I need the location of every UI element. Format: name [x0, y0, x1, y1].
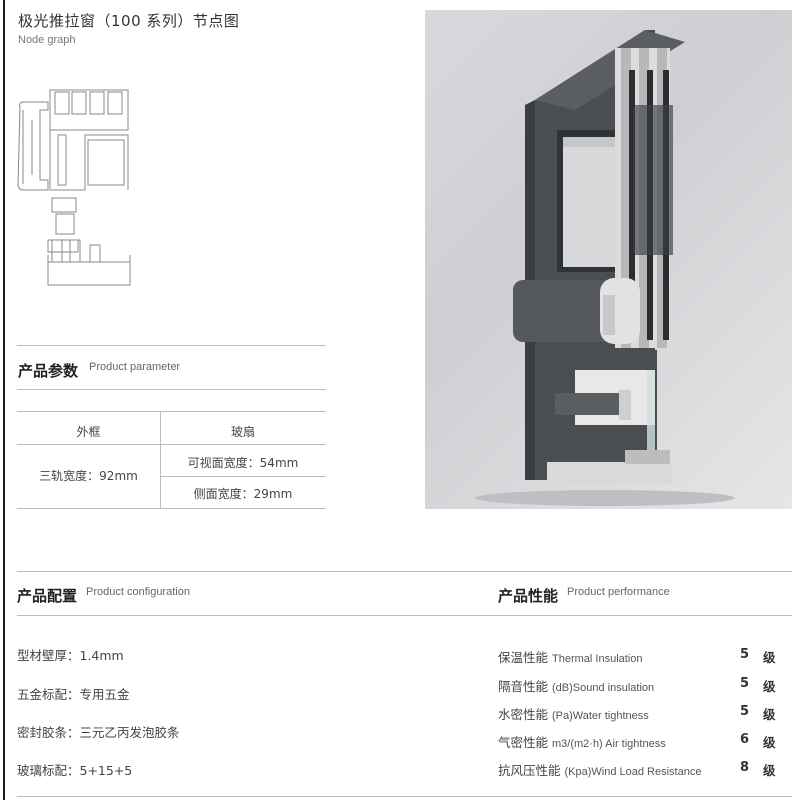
sash-visible-width: 可视面宽度：54mm [187, 456, 299, 470]
divider-line [17, 796, 792, 797]
table-row-divider [160, 476, 326, 477]
perf-water-unit: 级 [763, 707, 776, 722]
parameter-section-subtitle: Product parameter [89, 361, 181, 373]
config-hardware: 五金标配：专用五金 [17, 687, 130, 702]
divider-line [17, 571, 792, 572]
parameter-table: 外框 玻扇 三轨宽度：92mm 可视面宽度：54mm 侧面宽度：29mm [17, 411, 326, 509]
divider-line [17, 389, 326, 390]
frame-track-width: 三轨宽度：92mm [39, 469, 138, 483]
perf-sound-en: (dB)Sound insulation [552, 682, 655, 694]
configuration-section-title: 产品配置 [17, 587, 78, 605]
perf-thermal-unit: 级 [763, 650, 776, 665]
sash-column-header: 玻扇 [230, 425, 255, 439]
perf-wind-cn: 抗风压性能 [498, 763, 561, 778]
perf-water-en: (Pa)Water tightness [552, 710, 649, 722]
config-wall-thickness: 型材壁厚：1.4mm [17, 648, 124, 663]
perf-water-value: 5 [740, 704, 750, 719]
product-section-image [425, 10, 792, 509]
perf-sound-cn: 隔音性能 [498, 679, 549, 694]
divider-line [17, 615, 792, 616]
performance-section-title: 产品性能 [498, 587, 559, 605]
config-glass: 玻璃标配：5+15+5 [17, 763, 133, 778]
sash-side-width: 侧面宽度：29mm [193, 487, 293, 501]
perf-thermal-en: Thermal Insulation [552, 653, 643, 665]
perf-air-en: m3/(m2·h) Air tightness [552, 738, 666, 750]
page-subtitle: Node graph [18, 34, 76, 46]
table-header-divider [17, 444, 326, 445]
page-title: 极光推拉窗（100 系列）节点图 [18, 12, 240, 30]
perf-water-label: 水密性能 (Pa)Water tightness [498, 704, 649, 723]
perf-wind-unit: 级 [763, 763, 776, 778]
perf-thermal-cn: 保温性能 [498, 650, 549, 665]
divider-line [17, 345, 326, 346]
perf-thermal-value: 5 [740, 647, 750, 662]
performance-section-subtitle: Product performance [567, 586, 670, 598]
frame-column-header: 外框 [76, 425, 101, 439]
node-graph-drawing [17, 89, 131, 286]
perf-air-unit: 级 [763, 735, 776, 750]
perf-wind-label: 抗风压性能 (Kpa)Wind Load Resistance [498, 760, 701, 779]
perf-thermal-label: 保温性能 Thermal Insulation [498, 647, 643, 666]
config-seal-strip: 密封胶条：三元乙丙发泡胶条 [17, 725, 180, 740]
perf-air-cn: 气密性能 [498, 735, 549, 750]
perf-wind-value: 8 [740, 760, 750, 775]
left-border-line [3, 0, 5, 800]
perf-sound-value: 5 [740, 676, 750, 691]
perf-sound-unit: 级 [763, 679, 776, 694]
perf-water-cn: 水密性能 [498, 707, 549, 722]
parameter-section-title: 产品参数 [18, 362, 79, 380]
table-column-divider [160, 412, 161, 509]
perf-wind-en: (Kpa)Wind Load Resistance [564, 766, 702, 778]
perf-sound-label: 隔音性能 (dB)Sound insulation [498, 676, 654, 695]
perf-air-value: 6 [740, 732, 750, 747]
perf-air-label: 气密性能 m3/(m2·h) Air tightness [498, 732, 666, 751]
configuration-section-subtitle: Product configuration [86, 586, 190, 598]
